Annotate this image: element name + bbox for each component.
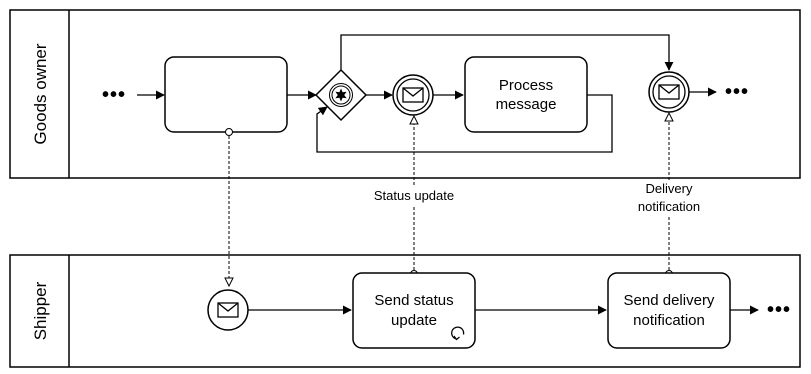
- pool-goods-owner-label: Goods owner: [31, 43, 50, 144]
- send-status-update-line1: Send status: [374, 292, 453, 309]
- send-status-update-line2: update: [391, 312, 437, 329]
- intermediate-message-catch-event-1[interactable]: [392, 74, 434, 116]
- loop-icon: [451, 326, 465, 341]
- pool-shipper-label: Shipper: [31, 281, 50, 340]
- intermediate-message-catch-event-2[interactable]: [648, 71, 690, 113]
- process-message-task[interactable]: [464, 56, 588, 133]
- continuation-dots-top-right: •••: [725, 81, 749, 103]
- envelope-icon: [217, 302, 239, 318]
- delivery-notification-label-line2: notification: [638, 199, 700, 214]
- send-status-update-task[interactable]: [352, 272, 476, 349]
- envelope-icon: [658, 84, 680, 100]
- gateway-star-icon: [335, 88, 347, 102]
- message-flow-to-shipper-start: [226, 128, 233, 287]
- send-delivery-notification-line2: notification: [633, 312, 705, 329]
- event-based-gateway[interactable]: [314, 68, 368, 122]
- process-message-line2: message: [496, 96, 557, 113]
- sequence-flow-gateway-to-end: [340, 34, 674, 71]
- continuation-dots-bottom-right: •••: [767, 299, 791, 321]
- delivery-notification-label-line1: Delivery: [646, 181, 693, 196]
- continuation-dots-left: •••: [102, 84, 126, 106]
- blank-task[interactable]: [164, 56, 288, 133]
- send-delivery-notification-task[interactable]: [607, 272, 731, 349]
- sequence-flow-process-to-gateway: [316, 94, 613, 153]
- message-start-event[interactable]: [207, 289, 249, 331]
- send-delivery-notification-line1: Send delivery: [624, 292, 715, 309]
- delivery-notification-label-bg: [628, 180, 710, 216]
- process-message-line1: Process: [499, 77, 553, 94]
- status-update-label: Status update: [374, 188, 454, 203]
- envelope-icon: [402, 87, 424, 103]
- status-update-label-bg: [364, 187, 465, 205]
